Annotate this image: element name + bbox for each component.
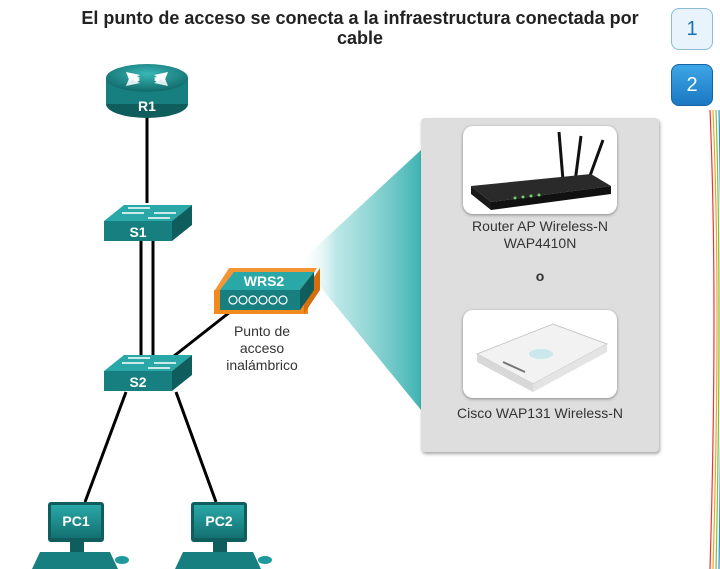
switch-s1[interactable]: S1: [104, 205, 192, 241]
wireless-beam: [300, 150, 421, 410]
switch-s2-arrows-icon: [122, 357, 176, 369]
cable-s2-wrs2: [173, 310, 231, 358]
pc1[interactable]: PC1: [32, 502, 129, 569]
cables: [83, 114, 231, 503]
device-options-panel: Router AP Wireless-N WAP4410N o Cisco WA…: [421, 118, 659, 452]
router-ap-image: [471, 131, 611, 210]
wrs2-caption-line-1: Punto de: [233, 323, 291, 339]
wrs2-access-point[interactable]: WRS2: [214, 268, 320, 314]
pc2-label: PC2: [205, 513, 232, 529]
product1-line-2: WAP4410N: [503, 235, 577, 251]
switch-s2[interactable]: S2: [104, 355, 192, 391]
nav-page-1-button[interactable]: 1: [671, 8, 713, 50]
slide-navigation: 1 2: [666, 0, 720, 569]
or-separator: o: [535, 268, 545, 284]
product1-line-1: Router AP Wireless-N: [472, 218, 608, 234]
nav-page-2-button[interactable]: 2: [671, 64, 713, 106]
page-title: El punto de acceso se conecta a la infra…: [40, 8, 680, 48]
product2-caption: Cisco WAP131 Wireless-N: [421, 405, 659, 422]
pc1-label: PC1: [62, 513, 89, 529]
router-r1-label: R1: [138, 98, 156, 114]
wireless-antenna-icon: [228, 295, 288, 305]
product1-caption: Router AP Wireless-N WAP4410N: [421, 218, 659, 252]
router-arrows-icon: [126, 72, 168, 86]
cable-s2-pc2: [174, 391, 218, 503]
wrs2-label: WRS2: [244, 273, 285, 289]
wap131-image: [475, 323, 609, 392]
wrs2-caption-line-2: acceso: [239, 340, 285, 356]
pc2[interactable]: PC2: [175, 502, 272, 569]
wrs2-caption-line-3: inalámbrico: [226, 357, 298, 373]
product2-line-1: Cisco WAP131 Wireless-N: [457, 405, 623, 421]
router-ap-photo: [463, 126, 617, 214]
cable-s2-pc1: [83, 391, 128, 503]
switch-s1-label: S1: [129, 224, 146, 240]
switch-s2-label: S2: [129, 374, 146, 390]
switch-s1-arrows-icon: [122, 207, 176, 219]
page-title-line-2: cable: [336, 28, 384, 48]
wrs2-caption: Punto de acceso inalámbrico: [212, 323, 312, 374]
wap131-photo: [463, 310, 617, 398]
router-r1[interactable]: R1: [106, 64, 188, 118]
page-title-line-1: El punto de acceso se conecta a la infra…: [81, 8, 639, 28]
